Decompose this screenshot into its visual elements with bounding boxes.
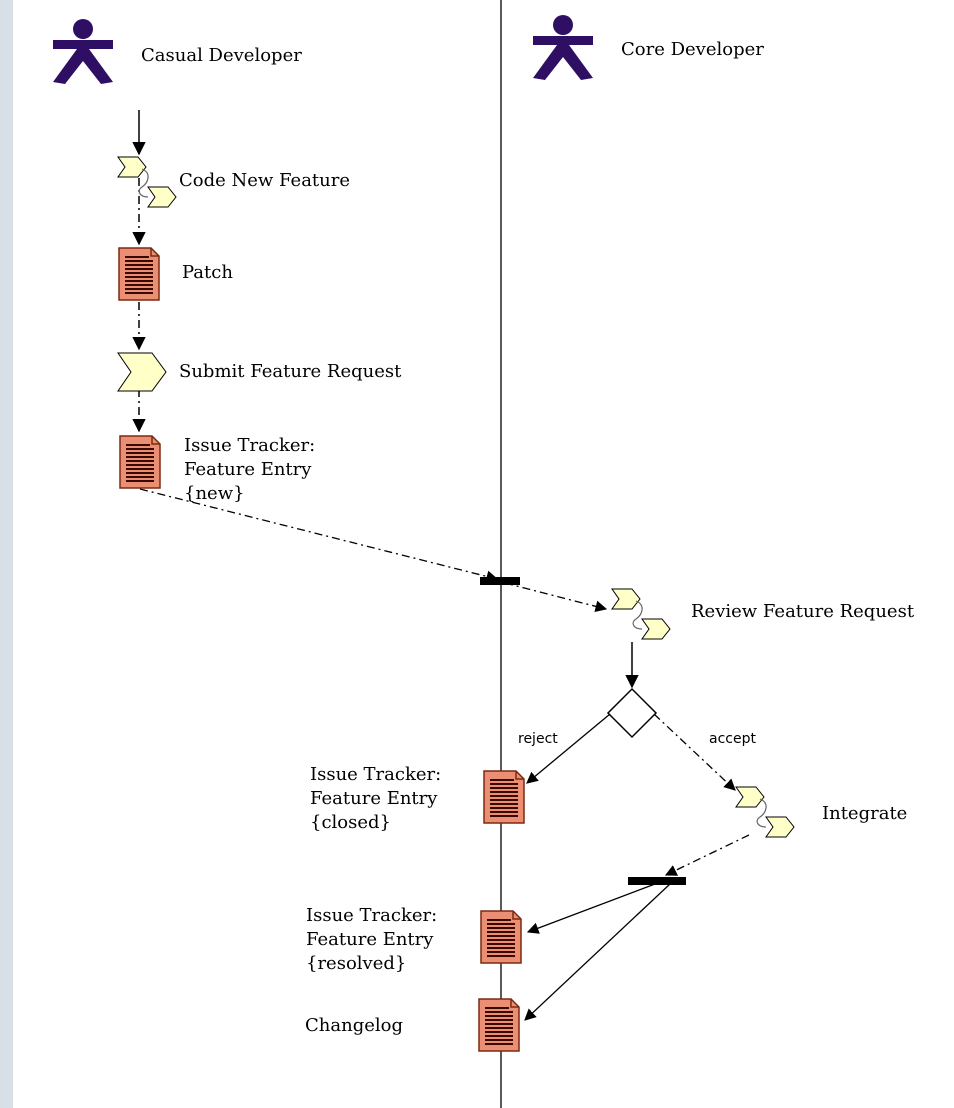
changelog-label: Changelog xyxy=(305,1015,403,1036)
issue-closed-document-icon xyxy=(483,770,525,824)
review-feature-request-label: Review Feature Request xyxy=(691,601,915,622)
code-new-feature-activity-icon xyxy=(117,156,177,208)
sync-bar-2-icon xyxy=(628,877,686,885)
issue-new-line-2: Feature Entry xyxy=(184,459,312,480)
reject-label: reject xyxy=(518,731,558,747)
integrate-activity-icon xyxy=(735,786,795,838)
issue-closed-line-1: Issue Tracker: xyxy=(310,764,441,785)
flow-arrow-reject xyxy=(526,713,611,784)
submit-feature-request-label: Submit Feature Request xyxy=(179,361,402,382)
issue-closed-line-3: {closed} xyxy=(310,812,391,833)
flow-arrow-issue-to-sync xyxy=(139,488,499,583)
issue-resolved-line-1: Issue Tracker: xyxy=(306,905,437,926)
issue-resolved-label: Issue Tracker: Feature Entry {resolved} xyxy=(306,905,443,974)
core-developer-label: Core Developer xyxy=(621,39,764,60)
casual-developer-label: Casual Developer xyxy=(141,45,302,66)
sync-bar-1-icon xyxy=(480,577,520,585)
submit-feature-request-activity-icon xyxy=(117,352,167,392)
issue-new-label: Issue Tracker: Feature Entry {new} xyxy=(184,435,321,504)
issue-resolved-document-icon xyxy=(480,910,522,964)
patch-document-icon xyxy=(118,247,160,301)
casual-developer-actor-icon xyxy=(53,19,113,84)
review-feature-request-activity-icon xyxy=(611,588,671,640)
flow-arrow-sync-to-review xyxy=(504,582,608,613)
changelog-document-icon xyxy=(478,998,520,1052)
left-margin-band xyxy=(0,0,13,1108)
accept-label: accept xyxy=(709,731,756,747)
issue-new-document-icon xyxy=(119,435,161,489)
issue-new-line-1: Issue Tracker: xyxy=(184,435,315,456)
flow-arrow-integrate-to-sync xyxy=(664,834,750,876)
core-developer-actor-icon xyxy=(533,15,593,80)
flow-arrow-accept xyxy=(653,713,736,791)
code-new-feature-label: Code New Feature xyxy=(179,170,350,191)
issue-resolved-line-2: Feature Entry xyxy=(306,929,434,950)
flow-arrow-sync-to-resolved xyxy=(526,883,656,934)
decision-diamond-icon xyxy=(606,687,658,739)
issue-new-line-3: {new} xyxy=(184,483,245,504)
integrate-label: Integrate xyxy=(822,803,907,824)
issue-closed-line-2: Feature Entry xyxy=(310,788,438,809)
issue-resolved-line-3: {resolved} xyxy=(306,953,406,974)
issue-closed-label: Issue Tracker: Feature Entry {closed} xyxy=(310,764,447,833)
patch-label: Patch xyxy=(182,262,233,283)
flow-arrow-sync-to-changelog xyxy=(524,883,671,1021)
